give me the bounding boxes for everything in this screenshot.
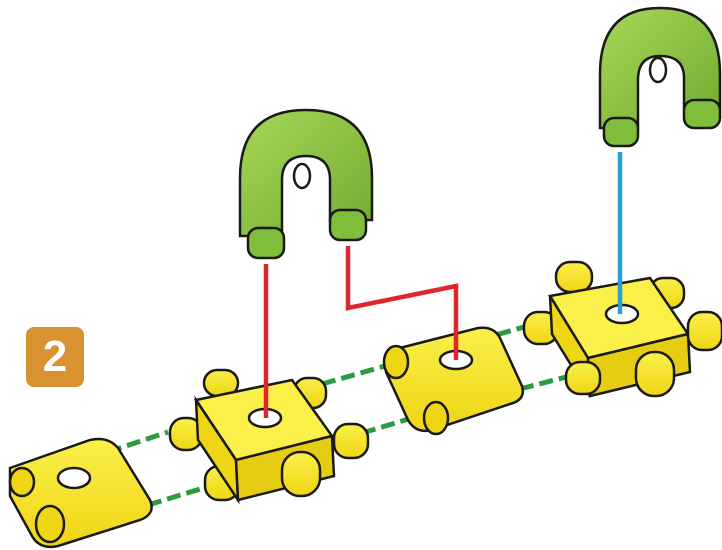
step-number-badge: 2 — [26, 327, 84, 387]
yellow-link-plate-left — [10, 439, 152, 547]
guide-line-middle-top — [322, 364, 392, 384]
guide-line-plate-bottom — [148, 486, 210, 505]
guide-line-right-bottom — [520, 377, 566, 389]
green-u-clip-right — [600, 8, 720, 146]
green-u-clip-left — [240, 110, 372, 258]
yellow-connector-block-right — [524, 262, 722, 396]
yellow-connector-block-left — [170, 370, 368, 500]
